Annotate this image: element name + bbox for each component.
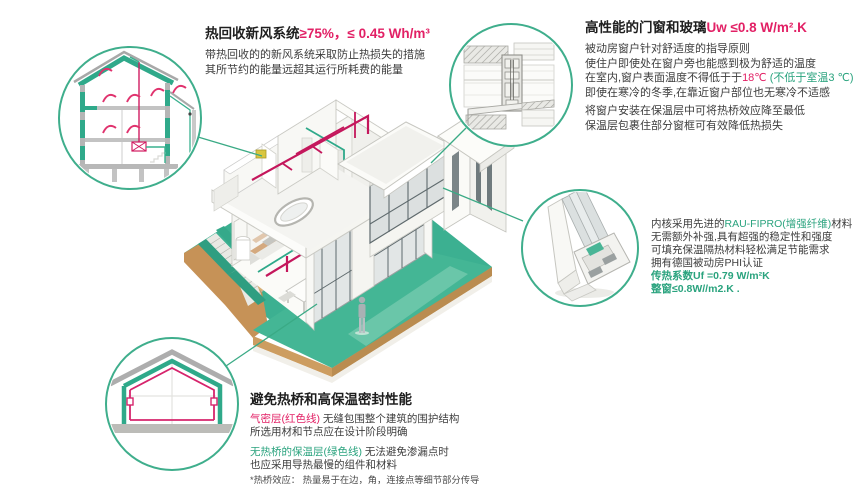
envelope-line: 也应采用导热最慢的组件和材料 bbox=[250, 459, 397, 471]
envelope-line: 所选用材和节点应在设计阶段明确 bbox=[250, 426, 408, 438]
profile-line: 传热系数Uf =0.79 W/m²K bbox=[651, 270, 770, 282]
callout-connector-lines bbox=[197, 127, 524, 367]
window-installation-section-drawing bbox=[449, 23, 573, 147]
callout-windows-text: 高性能的门窗和玻璃Uw ≤0.8 W/m².K 被动房窗户针对舒适度的指导原则 … bbox=[585, 16, 863, 133]
profile-line: 可填充保温隔热材料轻松满足节能需求 bbox=[651, 244, 830, 256]
isometric-passive-house-cutaway bbox=[184, 99, 515, 383]
windows-line: 保温层包裹住部分窗框可有效降低热损失 bbox=[585, 119, 783, 132]
windows-line: 被动房窗户针对舒适度的指导原则 bbox=[585, 43, 750, 55]
envelope-line: 无热桥的保温层(绿色线) 无法避免渗漏点时 bbox=[250, 446, 449, 458]
callout-profile-text: 内核采用先进的RAU-FIPRO(增强纤维)材料 无需额外补强,具有超强的稳定性… bbox=[651, 218, 865, 296]
windows-line: 即使在寒冷的冬季,在靠近窗户部位也无寒冷不适感 bbox=[585, 86, 831, 99]
house-section-ventilation-diagram bbox=[58, 46, 202, 190]
windows-line: 使住户即使处在窗户旁也能感到极为舒适的温度 bbox=[585, 57, 816, 70]
envelope-footnote: *热桥效应： 热量易于在边，角，连接点等细节部分传导 bbox=[250, 475, 480, 485]
profile-line: 无需额外补强,具有超强的稳定性和强度 bbox=[651, 231, 833, 243]
house-envelope-insulation-diagram bbox=[105, 337, 239, 471]
profile-line: 拥有德国被动房PHI认证 bbox=[651, 257, 764, 269]
envelope-line: 气密层(红色线) 无缝包围整个建筑的围护结构 bbox=[250, 413, 460, 425]
ventilation-line: 带热回收的的新风系统采取防止热损失的措施 bbox=[205, 49, 425, 61]
profile-line: 内核采用先进的RAU-FIPRO(增强纤维)材料 bbox=[651, 218, 853, 230]
ventilation-title: 热回收新风系统≥75%，≤ 0.45 Wh/m³ bbox=[205, 26, 430, 41]
window-frame-profile-3d bbox=[521, 189, 639, 307]
windows-title: 高性能的门窗和玻璃Uw ≤0.8 W/m².K bbox=[585, 20, 807, 35]
callout-ventilation-text: 热回收新风系统≥75%，≤ 0.45 Wh/m³ 带热回收的的新风系统采取防止热… bbox=[205, 22, 470, 77]
windows-line: 将窗户安装在保温层中可将热桥效应降至最低 bbox=[585, 105, 805, 117]
ventilation-line: 其所节约的能量远超其运行所耗费的能量 bbox=[205, 63, 403, 76]
person-figure bbox=[355, 296, 369, 335]
windows-line: 在室内,窗户表面温度不得低于于18℃ (不低于室温3 ℃) bbox=[585, 72, 854, 84]
envelope-title: 避免热桥和高保温密封性能 bbox=[250, 392, 412, 407]
profile-line: 整窗≤0.8W//m2.K . bbox=[651, 283, 740, 295]
callout-envelope-text: 避免热桥和高保温密封性能 气密层(红色线) 无缝包围整个建筑的围护结构 所选用材… bbox=[250, 388, 560, 487]
